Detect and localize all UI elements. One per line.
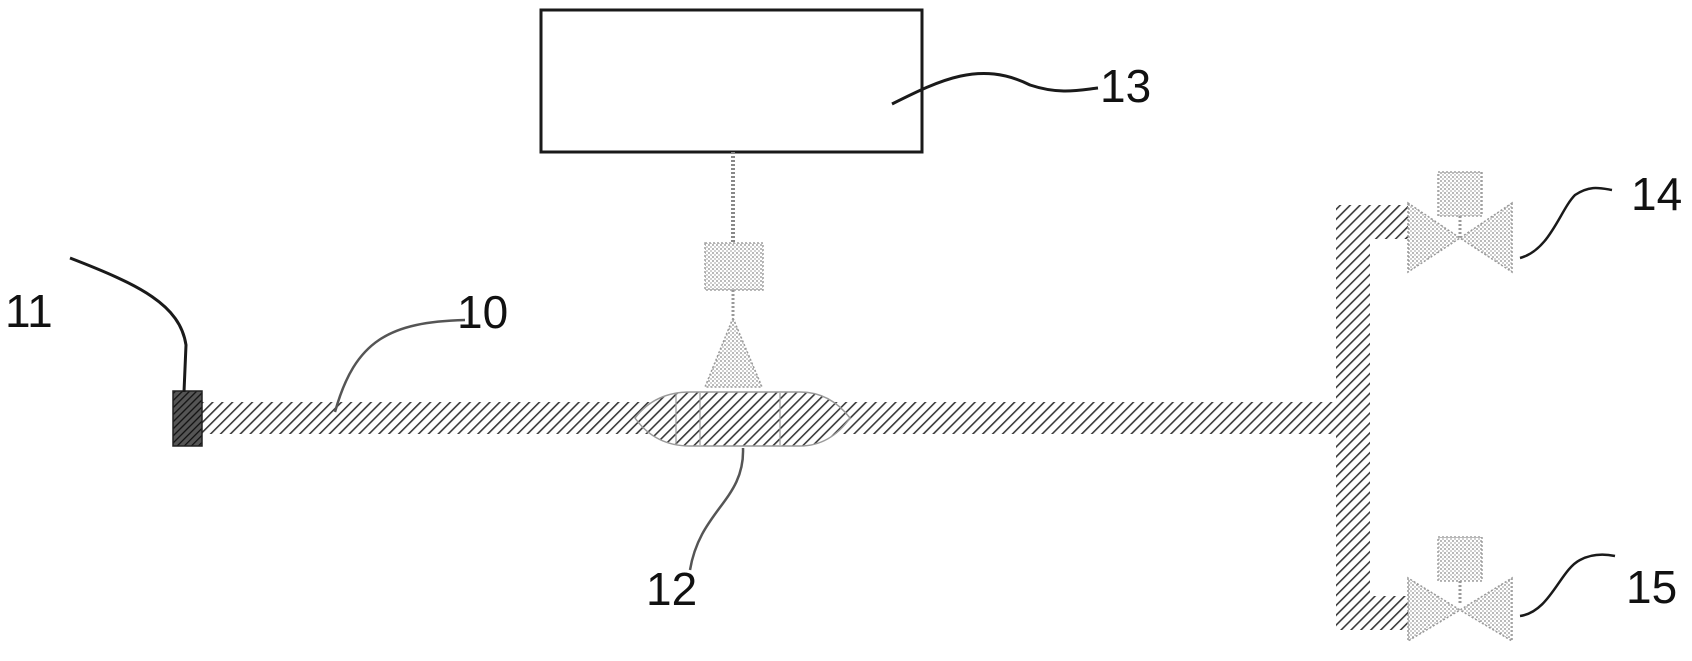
leader-line-14 [1520, 188, 1612, 258]
label-upper-valve: 14 [1631, 168, 1682, 220]
branch-pipe-upper [1336, 205, 1408, 239]
controller-box [541, 10, 922, 152]
leader-line-12 [690, 448, 743, 570]
leader-line-15 [1520, 555, 1615, 616]
leader-line-11 [70, 258, 186, 392]
label-venturi: 12 [646, 563, 697, 615]
label-lower-valve: 15 [1626, 561, 1677, 613]
label-pipe: 10 [457, 286, 508, 338]
label-controller: 13 [1100, 60, 1151, 112]
end-cap [173, 391, 202, 446]
branch-pipe-lower [1336, 596, 1408, 630]
upper-valve [1408, 172, 1512, 272]
sensor-head [705, 243, 763, 290]
sensor-cone [705, 318, 762, 387]
label-end-cap: 11 [5, 285, 53, 337]
lower-valve [1408, 537, 1512, 641]
leader-line-10 [335, 320, 465, 412]
venturi-section [635, 392, 850, 446]
branch-pipe-vertical [1336, 205, 1370, 630]
